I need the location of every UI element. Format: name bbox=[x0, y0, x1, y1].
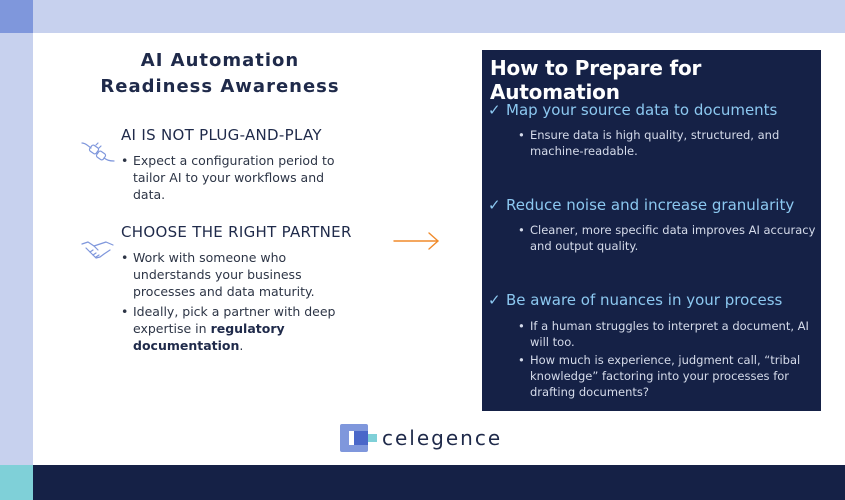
left-title-line2: Readiness Awareness bbox=[100, 76, 340, 97]
bullet-dot: • bbox=[518, 353, 525, 367]
left-strip bbox=[0, 33, 33, 465]
right-arrow-icon bbox=[393, 230, 441, 252]
panel-item-3-heading-text: Be aware of nuances in your process bbox=[506, 291, 783, 309]
panel-item-1-bullet-1-text: Ensure data is high quality, structured,… bbox=[530, 128, 780, 158]
bullet-dot: • bbox=[518, 319, 525, 333]
section1-heading: AI IS NOT PLUG-AND-PLAY bbox=[121, 126, 322, 144]
left-title: AI Automation Readiness Awareness bbox=[60, 48, 380, 100]
celegence-logo: celegence bbox=[340, 422, 520, 454]
panel-item-2-bullet-1: • Cleaner, more specific data improves A… bbox=[518, 222, 816, 254]
top-banner bbox=[0, 0, 845, 33]
panel-item-3-heading: ✓ Be aware of nuances in your process bbox=[488, 291, 818, 309]
panel-item-2-heading: ✓ Reduce noise and increase granularity bbox=[488, 196, 818, 214]
section2-bullet2: • Ideally, pick a partner with deep expe… bbox=[121, 303, 341, 354]
left-title-line1: AI Automation bbox=[140, 50, 300, 71]
section2-bullet1: • Work with someone who understands your… bbox=[121, 249, 341, 300]
bullet-dot: • bbox=[518, 128, 525, 142]
section2-bullet2-bold: regulatory documentation bbox=[133, 321, 285, 353]
bullet-dot: • bbox=[121, 153, 129, 168]
section1-bullet-text: Expect a configuration period to tailor … bbox=[133, 153, 335, 202]
panel-item-2-heading-text: Reduce noise and increase granularity bbox=[506, 196, 795, 214]
prepare-panel: How to Prepare for Automation ✓ Map your … bbox=[482, 50, 821, 411]
bullet-dot: • bbox=[121, 304, 129, 319]
panel-title: How to Prepare for Automation bbox=[490, 56, 702, 104]
section2-bullet2-post: . bbox=[239, 338, 244, 353]
panel-item-3-bullet-1: • If a human struggles to interpret a do… bbox=[518, 318, 816, 350]
logo-text: celegence bbox=[382, 426, 503, 450]
panel-item-3-bullet-2-text: How much is experience, judgment call, “… bbox=[530, 353, 801, 399]
panel-item-1-bullet-1: • Ensure data is high quality, structure… bbox=[518, 127, 816, 159]
section2-heading: CHOOSE THE RIGHT PARTNER bbox=[121, 223, 352, 241]
check-icon: ✓ bbox=[488, 291, 501, 309]
bullet-dot: • bbox=[518, 223, 525, 237]
logo-mark-icon bbox=[340, 424, 377, 452]
bottom-banner bbox=[0, 465, 845, 500]
panel-item-1-heading-text: Map your source data to documents bbox=[506, 101, 778, 119]
handshake-icon bbox=[80, 236, 116, 266]
panel-item-3-bullet-1-text: If a human struggles to interpret a docu… bbox=[530, 319, 809, 349]
panel-item-2-bullet-1-text: Cleaner, more specific data improves AI … bbox=[530, 223, 816, 253]
section2-bullet1-text: Work with someone who understands your b… bbox=[133, 250, 315, 299]
bottom-left-accent bbox=[0, 465, 33, 500]
bullet-dot: • bbox=[121, 250, 129, 265]
section1-bullet: • Expect a configuration period to tailo… bbox=[121, 152, 341, 203]
panel-item-3-bullet-2: • How much is experience, judgment call,… bbox=[518, 352, 816, 400]
check-icon: ✓ bbox=[488, 101, 501, 119]
top-left-accent bbox=[0, 0, 33, 33]
check-icon: ✓ bbox=[488, 196, 501, 214]
section2-bullet2-pre: Ideally, pick a partner with deep expert… bbox=[133, 304, 336, 336]
plug-icon bbox=[80, 137, 116, 167]
panel-item-1-heading: ✓ Map your source data to documents bbox=[488, 101, 818, 119]
